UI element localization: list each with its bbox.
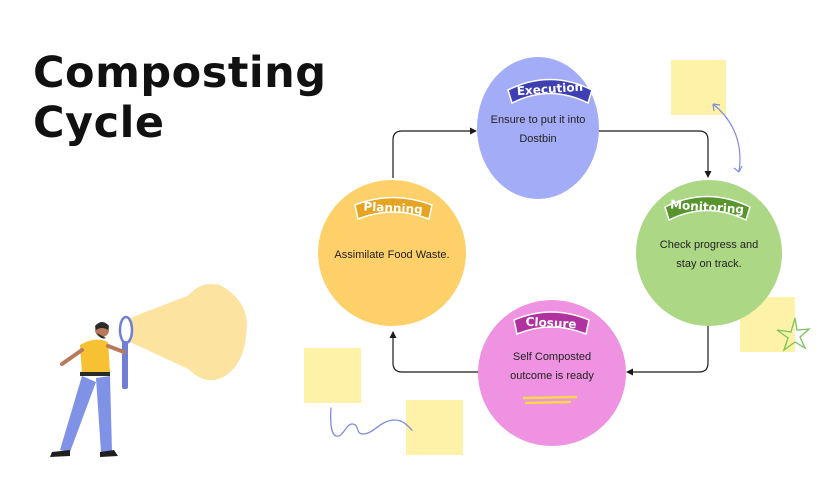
star-doodle-icon bbox=[776, 317, 811, 352]
beam-end bbox=[176, 284, 246, 380]
badge-monitoring-label: Monitoring bbox=[670, 197, 745, 216]
badge-planning-label: Planning bbox=[363, 199, 423, 216]
arrow-monitoring-to-closure bbox=[626, 325, 709, 376]
stage-planning-text: Assimilate Food Waste. bbox=[334, 248, 450, 261]
scribble-doodle bbox=[330, 407, 413, 437]
badge-planning: Planning bbox=[354, 196, 433, 221]
arrow-execution-to-monitoring bbox=[598, 130, 712, 178]
stage-closure-text: Self Composted outcome is ready bbox=[510, 351, 594, 382]
highlight-underline bbox=[522, 395, 578, 405]
curved-double-arrow bbox=[712, 103, 741, 173]
person-with-flashlight-illustration bbox=[50, 315, 134, 457]
badge-monitoring: Monitoring bbox=[664, 195, 751, 222]
stage-execution-text: Ensure to put it into Dostbin bbox=[490, 114, 586, 145]
arrow-closure-to-planning bbox=[389, 331, 480, 373]
badge-execution: Execution bbox=[507, 78, 593, 105]
stage-monitoring-text: Check progress and stay on track. bbox=[659, 239, 759, 270]
sticky-note bbox=[671, 60, 726, 115]
sticky-note bbox=[304, 348, 361, 403]
badge-closure-label: Closure bbox=[525, 315, 577, 332]
badge-execution-label: Execution bbox=[516, 80, 583, 99]
stage-closure: Self Composted outcome is ready bbox=[478, 300, 626, 446]
page-title: Composting Cycle bbox=[33, 48, 327, 148]
arrow-planning-to-execution bbox=[392, 127, 477, 178]
badge-closure: Closure bbox=[513, 311, 590, 336]
sticky-note bbox=[406, 400, 463, 455]
title-line-2: Cycle bbox=[33, 98, 165, 148]
title-line-1: Composting bbox=[33, 48, 327, 98]
